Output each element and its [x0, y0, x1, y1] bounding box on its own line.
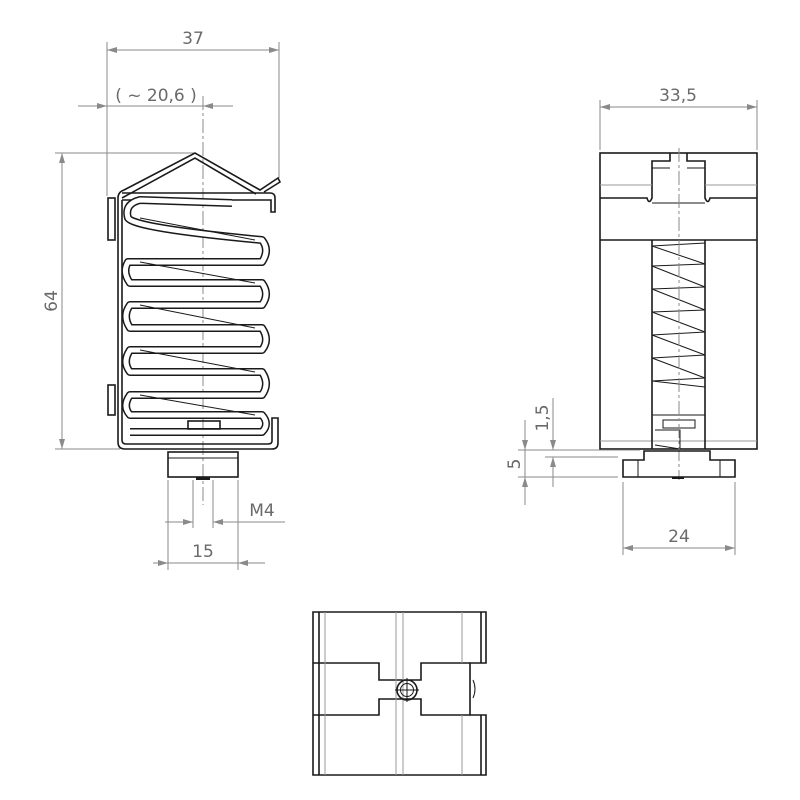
dimension-label: ( ~ 20,6 ) — [115, 86, 197, 106]
dimension-1-5: 1,5 — [533, 398, 556, 487]
threaded-foot — [167, 451, 239, 480]
dimension-5: 5 — [505, 420, 640, 505]
dimension-label: 15 — [192, 542, 214, 562]
mounting-tab — [107, 384, 116, 416]
dimension-24: 24 — [622, 482, 736, 555]
dimension-label: 64 — [42, 290, 62, 312]
dimension-label: 37 — [182, 29, 204, 49]
coil-spring — [121, 196, 270, 436]
dimension-label: 1,5 — [533, 404, 553, 431]
dimension-label: M4 — [249, 501, 274, 521]
dimension-label: 24 — [668, 527, 690, 547]
bracket — [107, 152, 282, 450]
dimension-15: 15 — [153, 480, 265, 570]
dimension-m4: M4 — [165, 480, 285, 528]
dimension-label: 33,5 — [659, 86, 697, 106]
base-plate — [622, 450, 736, 479]
side-view: 37 ( ~ 20,6 ) 64 — [42, 29, 285, 570]
front-view: 33,5 — [505, 86, 758, 555]
dimension-37: 37 — [106, 29, 280, 196]
top-view — [312, 611, 487, 776]
mounting-tab — [107, 197, 116, 241]
dimension-33-5: 33,5 — [599, 86, 758, 150]
dimension-64: 64 — [42, 152, 195, 450]
dimension-label: 5 — [505, 459, 525, 470]
dimension-20-6: ( ~ 20,6 ) — [78, 86, 233, 109]
